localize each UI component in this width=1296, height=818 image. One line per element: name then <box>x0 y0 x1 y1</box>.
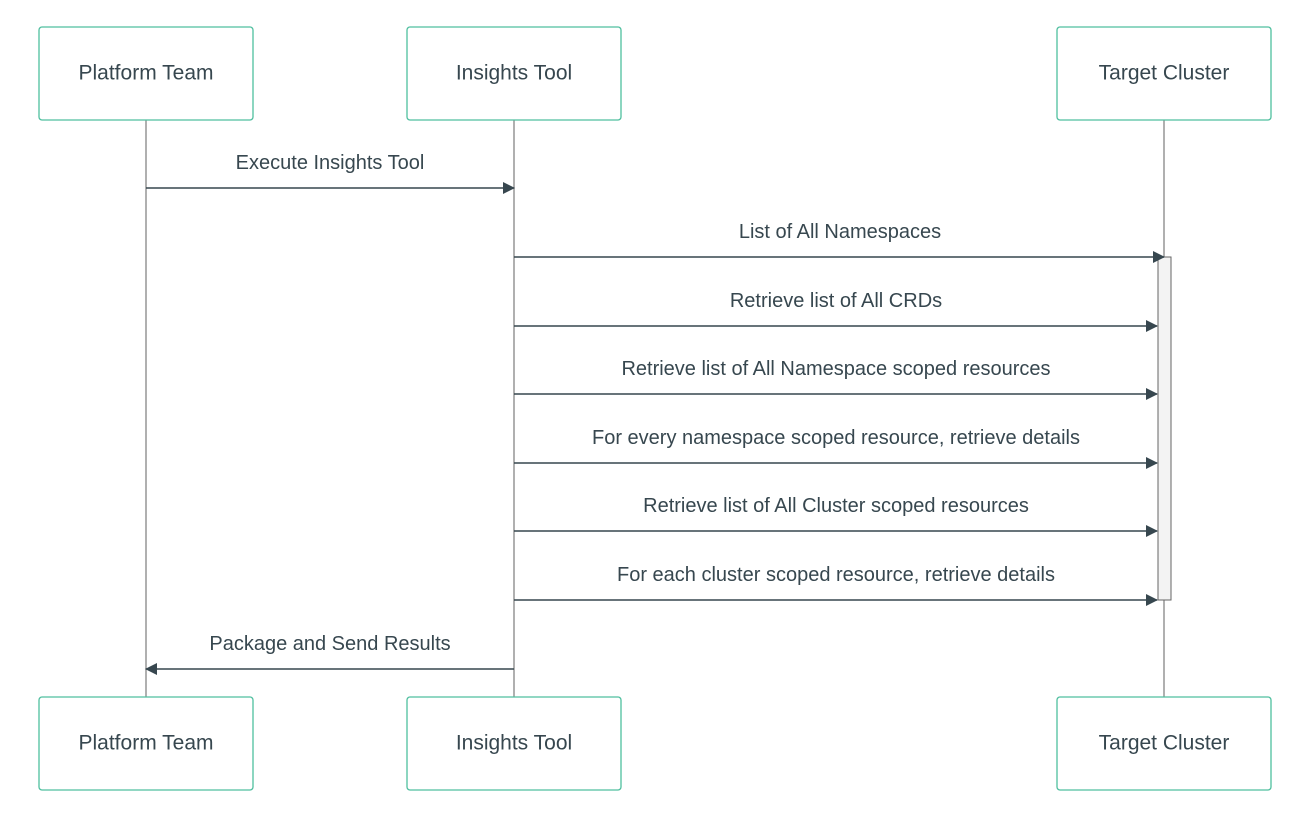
activation-bar-target-cluster <box>1157 256 1172 601</box>
actor-target-cluster-top: Target Cluster <box>1056 26 1272 121</box>
actor-label: Platform Team <box>79 62 214 85</box>
actor-platform-team-bottom: Platform Team <box>38 696 254 791</box>
actor-label: Target Cluster <box>1099 732 1230 755</box>
message-execute-insights-tool: Execute Insights Tool <box>146 152 515 194</box>
message-list-all-namespaces: List of All Namespaces <box>514 221 1165 263</box>
message-namespace-resource-details: For every namespace scoped resource, ret… <box>514 427 1158 469</box>
message-retrieve-cluster-scoped-resources: Retrieve list of All Cluster scoped reso… <box>514 495 1158 537</box>
message-label: Package and Send Results <box>209 633 450 655</box>
actor-target-cluster-bottom: Target Cluster <box>1056 696 1272 791</box>
message-package-and-send-results: Package and Send Results <box>145 633 514 675</box>
message-label: Retrieve list of All Cluster scoped reso… <box>643 495 1029 517</box>
actor-label: Platform Team <box>79 732 214 755</box>
actor-label: Target Cluster <box>1099 62 1230 85</box>
message-label: Execute Insights Tool <box>236 152 425 174</box>
message-label: List of All Namespaces <box>739 221 941 243</box>
actor-platform-team-top: Platform Team <box>38 26 254 121</box>
actor-insights-tool-bottom: Insights Tool <box>406 696 622 791</box>
message-label: For each cluster scoped resource, retrie… <box>617 564 1055 586</box>
message-retrieve-namespace-scoped-resources: Retrieve list of All Namespace scoped re… <box>514 358 1158 400</box>
message-cluster-resource-details: For each cluster scoped resource, retrie… <box>514 564 1158 606</box>
actor-label: Insights Tool <box>456 732 572 755</box>
message-label: For every namespace scoped resource, ret… <box>592 427 1080 449</box>
message-label: Retrieve list of All CRDs <box>730 290 942 312</box>
actor-insights-tool-top: Insights Tool <box>406 26 622 121</box>
actor-label: Insights Tool <box>456 62 572 85</box>
message-label: Retrieve list of All Namespace scoped re… <box>621 358 1050 380</box>
message-retrieve-crds: Retrieve list of All CRDs <box>514 290 1158 332</box>
